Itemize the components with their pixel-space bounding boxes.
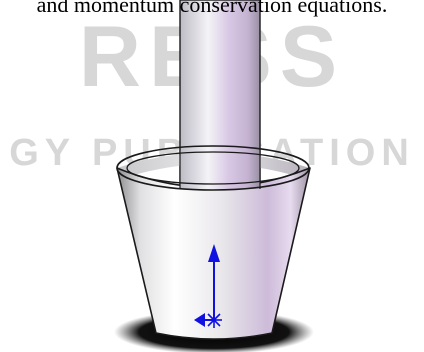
cup-rim-inner: [126, 151, 300, 185]
coordinate-triad-icon: [194, 244, 222, 328]
cup-rim-outer: [116, 145, 310, 191]
rod-in-cup: [180, 150, 260, 191]
cup-inner-wall: [117, 152, 310, 178]
caption-text: and momentum conservation equations.: [36, 0, 388, 17]
